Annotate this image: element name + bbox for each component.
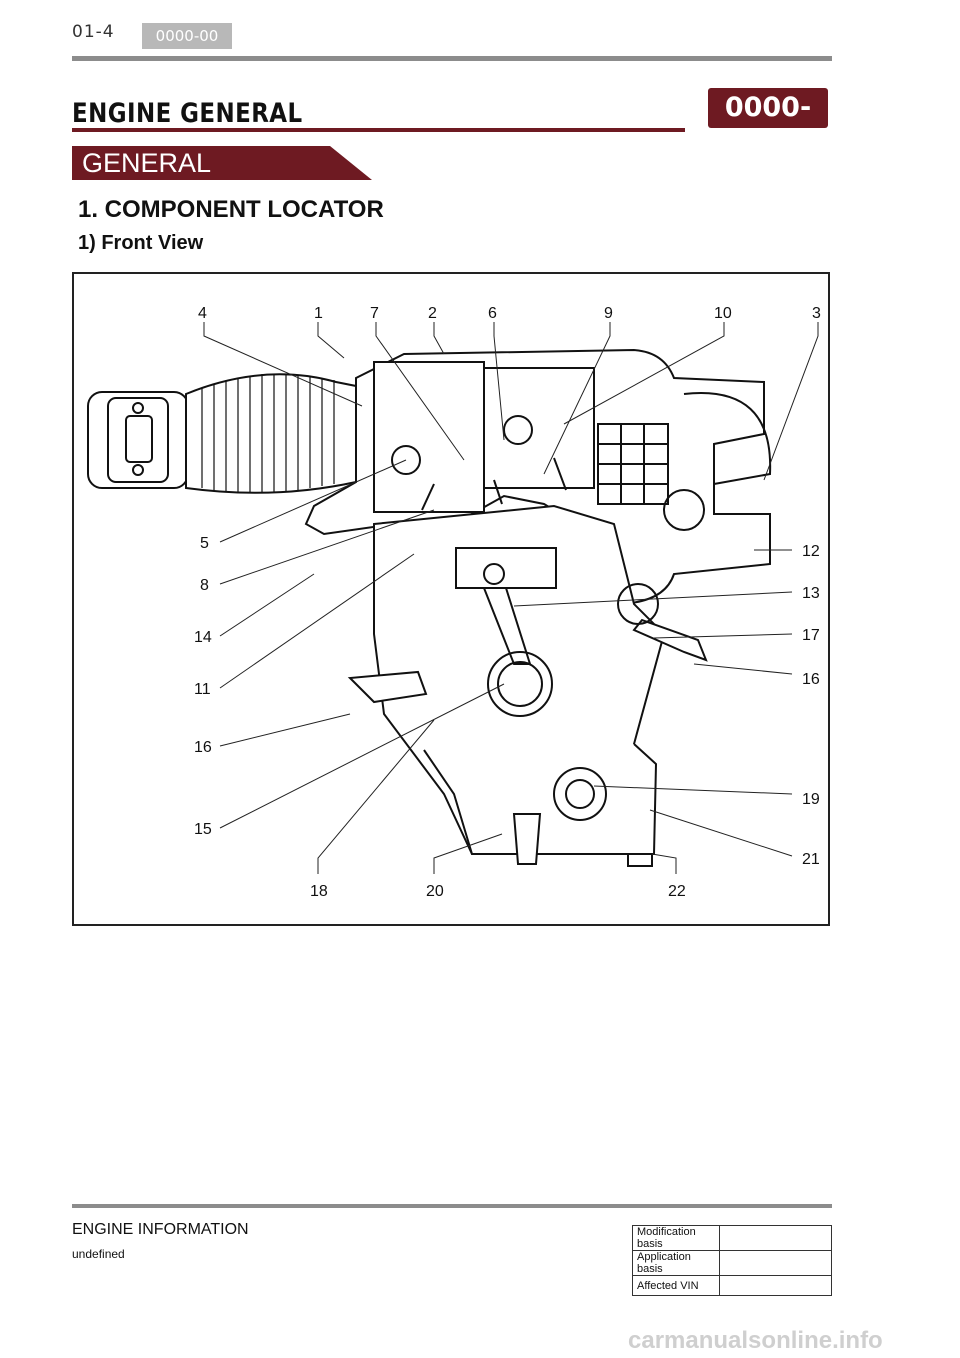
front-view-subheading: 1) Front View (78, 232, 204, 254)
engine-front-view-figure: 4 1 7 2 6 9 10 3 5 8 14 11 16 15 12 13 1… (72, 272, 830, 926)
engine-diagram: 4 1 7 2 6 9 10 3 5 8 14 11 16 15 12 13 1… (87, 305, 821, 900)
callout-22: 22 (668, 883, 686, 900)
leader-lines (203, 322, 819, 874)
callout-8: 8 (200, 577, 209, 594)
top-divider (72, 56, 832, 61)
callout-10: 10 (714, 305, 732, 322)
callout-9: 9 (604, 305, 613, 322)
callout-20: 20 (426, 883, 444, 900)
affected-vin-value (719, 1275, 832, 1296)
table-row: Modification basis (632, 1225, 832, 1251)
callout-17: 17 (802, 627, 820, 644)
callout-1: 1 (314, 305, 323, 322)
callout-11: 11 (194, 681, 211, 698)
component-locator-heading: 1. COMPONENT LOCATOR (78, 196, 384, 223)
callout-18: 18 (310, 883, 328, 900)
general-banner (72, 146, 372, 180)
section-title-underline (72, 128, 685, 132)
affected-vin-label: Affected VIN (632, 1275, 720, 1296)
modification-basis-label: Modification basis (632, 1225, 720, 1251)
modification-basis-value (719, 1225, 832, 1251)
page-number: 01-4 (72, 22, 115, 42)
callout-7: 7 (370, 305, 379, 322)
callout-16-left: 16 (194, 739, 212, 756)
footer-title: ENGINE INFORMATION (72, 1221, 249, 1238)
footer-subtitle: undefined (72, 1247, 125, 1261)
table-row: Affected VIN (632, 1275, 832, 1296)
bottom-divider (72, 1204, 832, 1208)
callout-21: 21 (802, 851, 820, 868)
table-row: Application basis (632, 1250, 832, 1276)
callout-15: 15 (194, 821, 212, 838)
section-title: ENGINE GENERAL (72, 98, 303, 129)
callout-13: 13 (802, 585, 820, 602)
watermark: carmanualsonline.info (628, 1327, 883, 1354)
callout-14: 14 (194, 629, 212, 646)
callout-12: 12 (802, 543, 820, 560)
callout-16-right: 16 (802, 671, 820, 688)
application-basis-label: Application basis (632, 1250, 720, 1276)
general-banner-label: GENERAL (82, 148, 212, 178)
section-code-badge: 0000-00 (708, 88, 828, 163)
callout-19: 19 (802, 791, 820, 808)
engine-illustration (87, 348, 772, 867)
callout-2: 2 (428, 305, 437, 322)
callout-5: 5 (200, 535, 209, 552)
callout-4: 4 (198, 305, 207, 322)
callout-labels: 4 1 7 2 6 9 10 3 5 8 14 11 16 15 12 13 1… (194, 305, 821, 900)
callout-6: 6 (488, 305, 497, 322)
callout-3: 3 (812, 305, 821, 322)
revision-info-table: Modification basis Application basis Aff… (632, 1225, 832, 1296)
code-badge-top: 0000-00 (142, 23, 232, 49)
application-basis-value (719, 1250, 832, 1276)
